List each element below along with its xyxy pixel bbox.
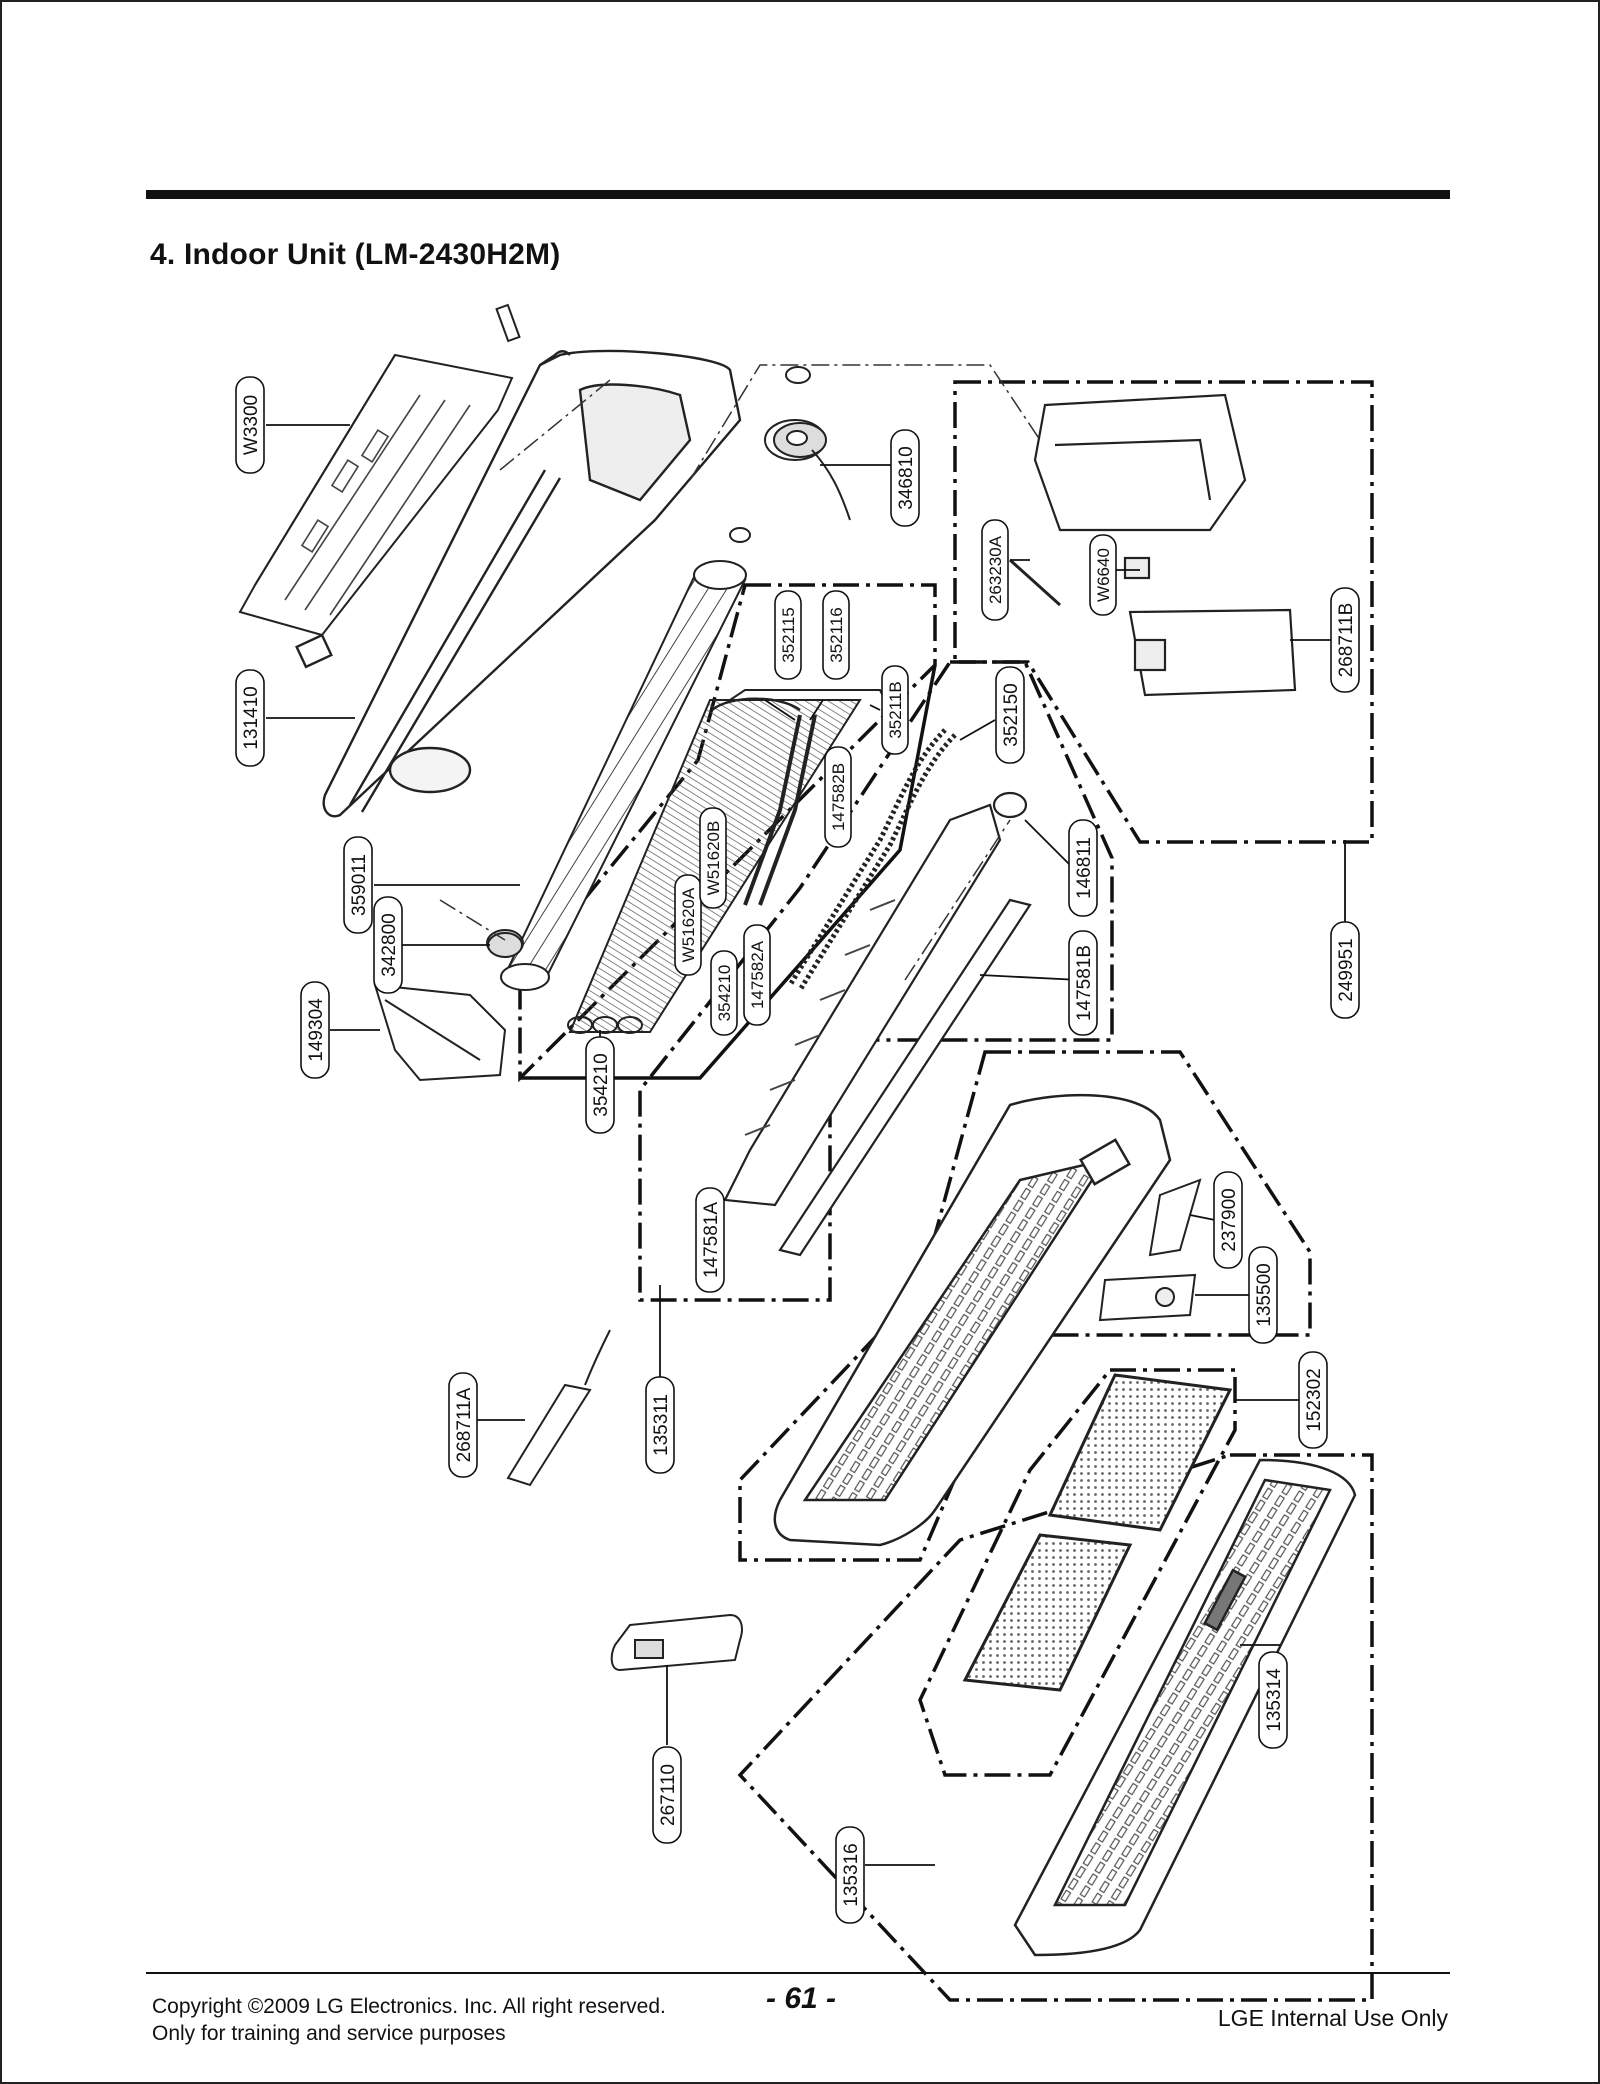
part-label-149304: 149304 bbox=[306, 998, 327, 1062]
part-label-268711a: 268711A bbox=[454, 1387, 475, 1462]
part-label-354210-sub: 354210 bbox=[715, 965, 734, 1022]
motor-cover-left bbox=[373, 983, 507, 1082]
part-label-147582b: 147582B bbox=[829, 763, 848, 831]
part-label-135311: 135311 bbox=[651, 1394, 672, 1456]
part-label-268711b: 268711B bbox=[1336, 603, 1357, 678]
air-filter-upper bbox=[1047, 1373, 1233, 1532]
copyright-line-2: Only for training and service purposes bbox=[152, 2022, 506, 2045]
part-label-147582a: 147582A bbox=[748, 940, 767, 1009]
part-label-147581a: 147581A bbox=[701, 1202, 722, 1278]
page-title: 4. Indoor Unit (LM-2430H2M) bbox=[150, 238, 561, 271]
part-label-352115: 352115 bbox=[779, 607, 798, 662]
part-label-w3300: W3300 bbox=[241, 395, 262, 455]
part-label-354210-main: 354210 bbox=[591, 1053, 612, 1116]
front-frame bbox=[773, 1093, 1172, 1547]
part-label-237900: 237900 bbox=[1219, 1188, 1240, 1251]
drain-hose bbox=[787, 728, 957, 992]
front-grille bbox=[1013, 1458, 1357, 1957]
internal-use-note: LGE Internal Use Only bbox=[1217, 2005, 1448, 2031]
header-rule bbox=[146, 190, 1450, 199]
part-label-263230a: 263230A bbox=[986, 535, 1005, 604]
part-label-342800: 342800 bbox=[379, 913, 400, 976]
chassis bbox=[295, 349, 742, 818]
part-label-346810: 346810 bbox=[896, 446, 917, 509]
fan-motor bbox=[729, 366, 851, 543]
remote-control bbox=[610, 1613, 743, 1672]
sensor-wire bbox=[1008, 558, 1062, 607]
terminal-cover bbox=[1098, 1273, 1197, 1322]
air-filter-lower bbox=[962, 1533, 1133, 1692]
part-label-w51620b: W51620B bbox=[704, 821, 723, 896]
part-label-352150: 352150 bbox=[1001, 683, 1022, 746]
part-label-135314: 135314 bbox=[1264, 1668, 1285, 1732]
display-pcb bbox=[506, 1329, 611, 1487]
part-label-146811: 146811 bbox=[1074, 837, 1095, 899]
main-pcb bbox=[1128, 608, 1297, 697]
front-frame-group-outline bbox=[738, 1050, 1312, 1562]
part-label-131410: 131410 bbox=[241, 686, 262, 749]
drain-pan-assembly bbox=[723, 791, 1032, 1257]
front-grille-group-outline bbox=[737, 1453, 1374, 2002]
part-label-35211b: 35211B bbox=[886, 681, 905, 738]
footer-copyright: Copyright ©2009 LG Electronics. Inc. All… bbox=[152, 1993, 666, 2047]
page-number: - 61 - bbox=[766, 1982, 837, 2015]
part-label-w6640: W6640 bbox=[1094, 548, 1113, 602]
part-label-135316: 135316 bbox=[841, 1843, 862, 1906]
bearing-holder bbox=[487, 932, 523, 958]
insulation-strip bbox=[1148, 1178, 1202, 1257]
filter-group-outline bbox=[918, 1368, 1237, 1777]
control-box bbox=[1033, 393, 1247, 580]
pcb-group-outline bbox=[953, 380, 1374, 844]
part-label-w51620a: W51620A bbox=[679, 887, 698, 962]
part-labels: W3300 131410 359011 342800 149304 354210… bbox=[235, 376, 1360, 1924]
part-label-267110: 267110 bbox=[658, 1764, 679, 1826]
alignment-lines bbox=[439, 364, 1041, 981]
part-label-147581b: 147581B bbox=[1074, 945, 1095, 1021]
copyright-line-1: Copyright ©2009 LG Electronics. Inc. All… bbox=[152, 1995, 666, 2018]
part-label-135500: 135500 bbox=[1254, 1263, 1275, 1326]
part-label-359011: 359011 bbox=[349, 854, 370, 916]
part-label-249951: 249951 bbox=[1336, 938, 1357, 1001]
footer-rule bbox=[146, 1972, 1450, 1974]
part-label-152302: 152302 bbox=[1304, 1368, 1325, 1431]
part-label-352116: 352116 bbox=[827, 607, 846, 662]
refrigerant-pipes bbox=[743, 714, 817, 906]
